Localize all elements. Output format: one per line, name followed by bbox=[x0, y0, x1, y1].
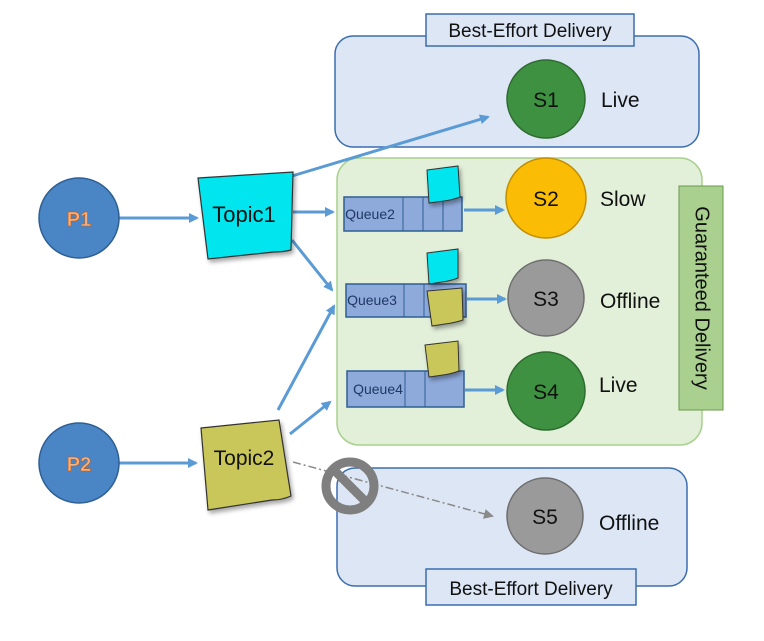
arrow-topic2-queue4 bbox=[289, 400, 332, 436]
best-effort-label-bottom-text: Best-Effort Delivery bbox=[449, 579, 613, 600]
subscriber-s4-name: S4 bbox=[533, 381, 559, 404]
queue4-message-topic2 bbox=[424, 340, 460, 378]
subscriber-s2-name: S2 bbox=[533, 188, 559, 211]
guaranteed-label: Guaranteed Delivery bbox=[678, 185, 724, 411]
arrow-topic1-queue3 bbox=[290, 239, 334, 292]
arrow-topic2-queue3 bbox=[276, 304, 336, 411]
publisher-p1: P1 bbox=[38, 177, 120, 259]
topic1-label: Topic1 bbox=[212, 202, 276, 227]
queue3: Queue3 bbox=[345, 248, 467, 327]
queue4: Queue4 bbox=[346, 340, 465, 408]
topic2-note: Topic2 bbox=[200, 419, 292, 511]
queue4-label: Queue4 bbox=[353, 381, 403, 397]
subscriber-s2: S2 Slow bbox=[505, 157, 646, 239]
subscriber-s5-name: S5 bbox=[532, 506, 558, 529]
blocked-icon bbox=[321, 457, 379, 515]
arrow-topic1-s1 bbox=[291, 114, 490, 178]
topic1-note: Topic1 bbox=[197, 171, 294, 260]
publisher-p2-label: P2 bbox=[67, 454, 91, 476]
subscriber-s1: S1 Live bbox=[506, 59, 640, 139]
best-effort-label-top: Best-Effort Delivery bbox=[425, 13, 635, 47]
subscriber-s4-status: Live bbox=[599, 374, 638, 397]
subscriber-s1-status: Live bbox=[601, 89, 640, 112]
queue3-message-topic2 bbox=[426, 287, 464, 327]
subscriber-s4: S4 Live bbox=[506, 351, 638, 431]
queue2: Queue2 bbox=[343, 165, 463, 232]
subscriber-s1-name: S1 bbox=[533, 89, 559, 112]
subscriber-s2-status: Slow bbox=[600, 188, 646, 211]
guaranteed-label-text: Guaranteed Delivery bbox=[691, 206, 713, 389]
subscriber-s3-status: Offline bbox=[600, 290, 660, 313]
subscriber-s3-name: S3 bbox=[533, 288, 559, 311]
subscriber-s3: S3 Offline bbox=[507, 259, 660, 337]
topic2-label: Topic2 bbox=[214, 447, 275, 470]
best-effort-label-bottom: Best-Effort Delivery bbox=[425, 568, 637, 606]
subscriber-s5-status: Offline bbox=[599, 512, 659, 535]
publisher-p2: P2 bbox=[38, 422, 120, 504]
queue2-message-topic1 bbox=[426, 165, 461, 204]
queue2-label: Queue2 bbox=[345, 206, 395, 222]
arrows bbox=[118, 114, 507, 468]
publisher-p1-label: P1 bbox=[67, 209, 91, 231]
queue3-label: Queue3 bbox=[347, 292, 397, 308]
queue3-message-topic1 bbox=[426, 248, 459, 285]
best-effort-label-top-text: Best-Effort Delivery bbox=[448, 21, 612, 42]
subscriber-s5: S5 Offline bbox=[506, 477, 659, 555]
